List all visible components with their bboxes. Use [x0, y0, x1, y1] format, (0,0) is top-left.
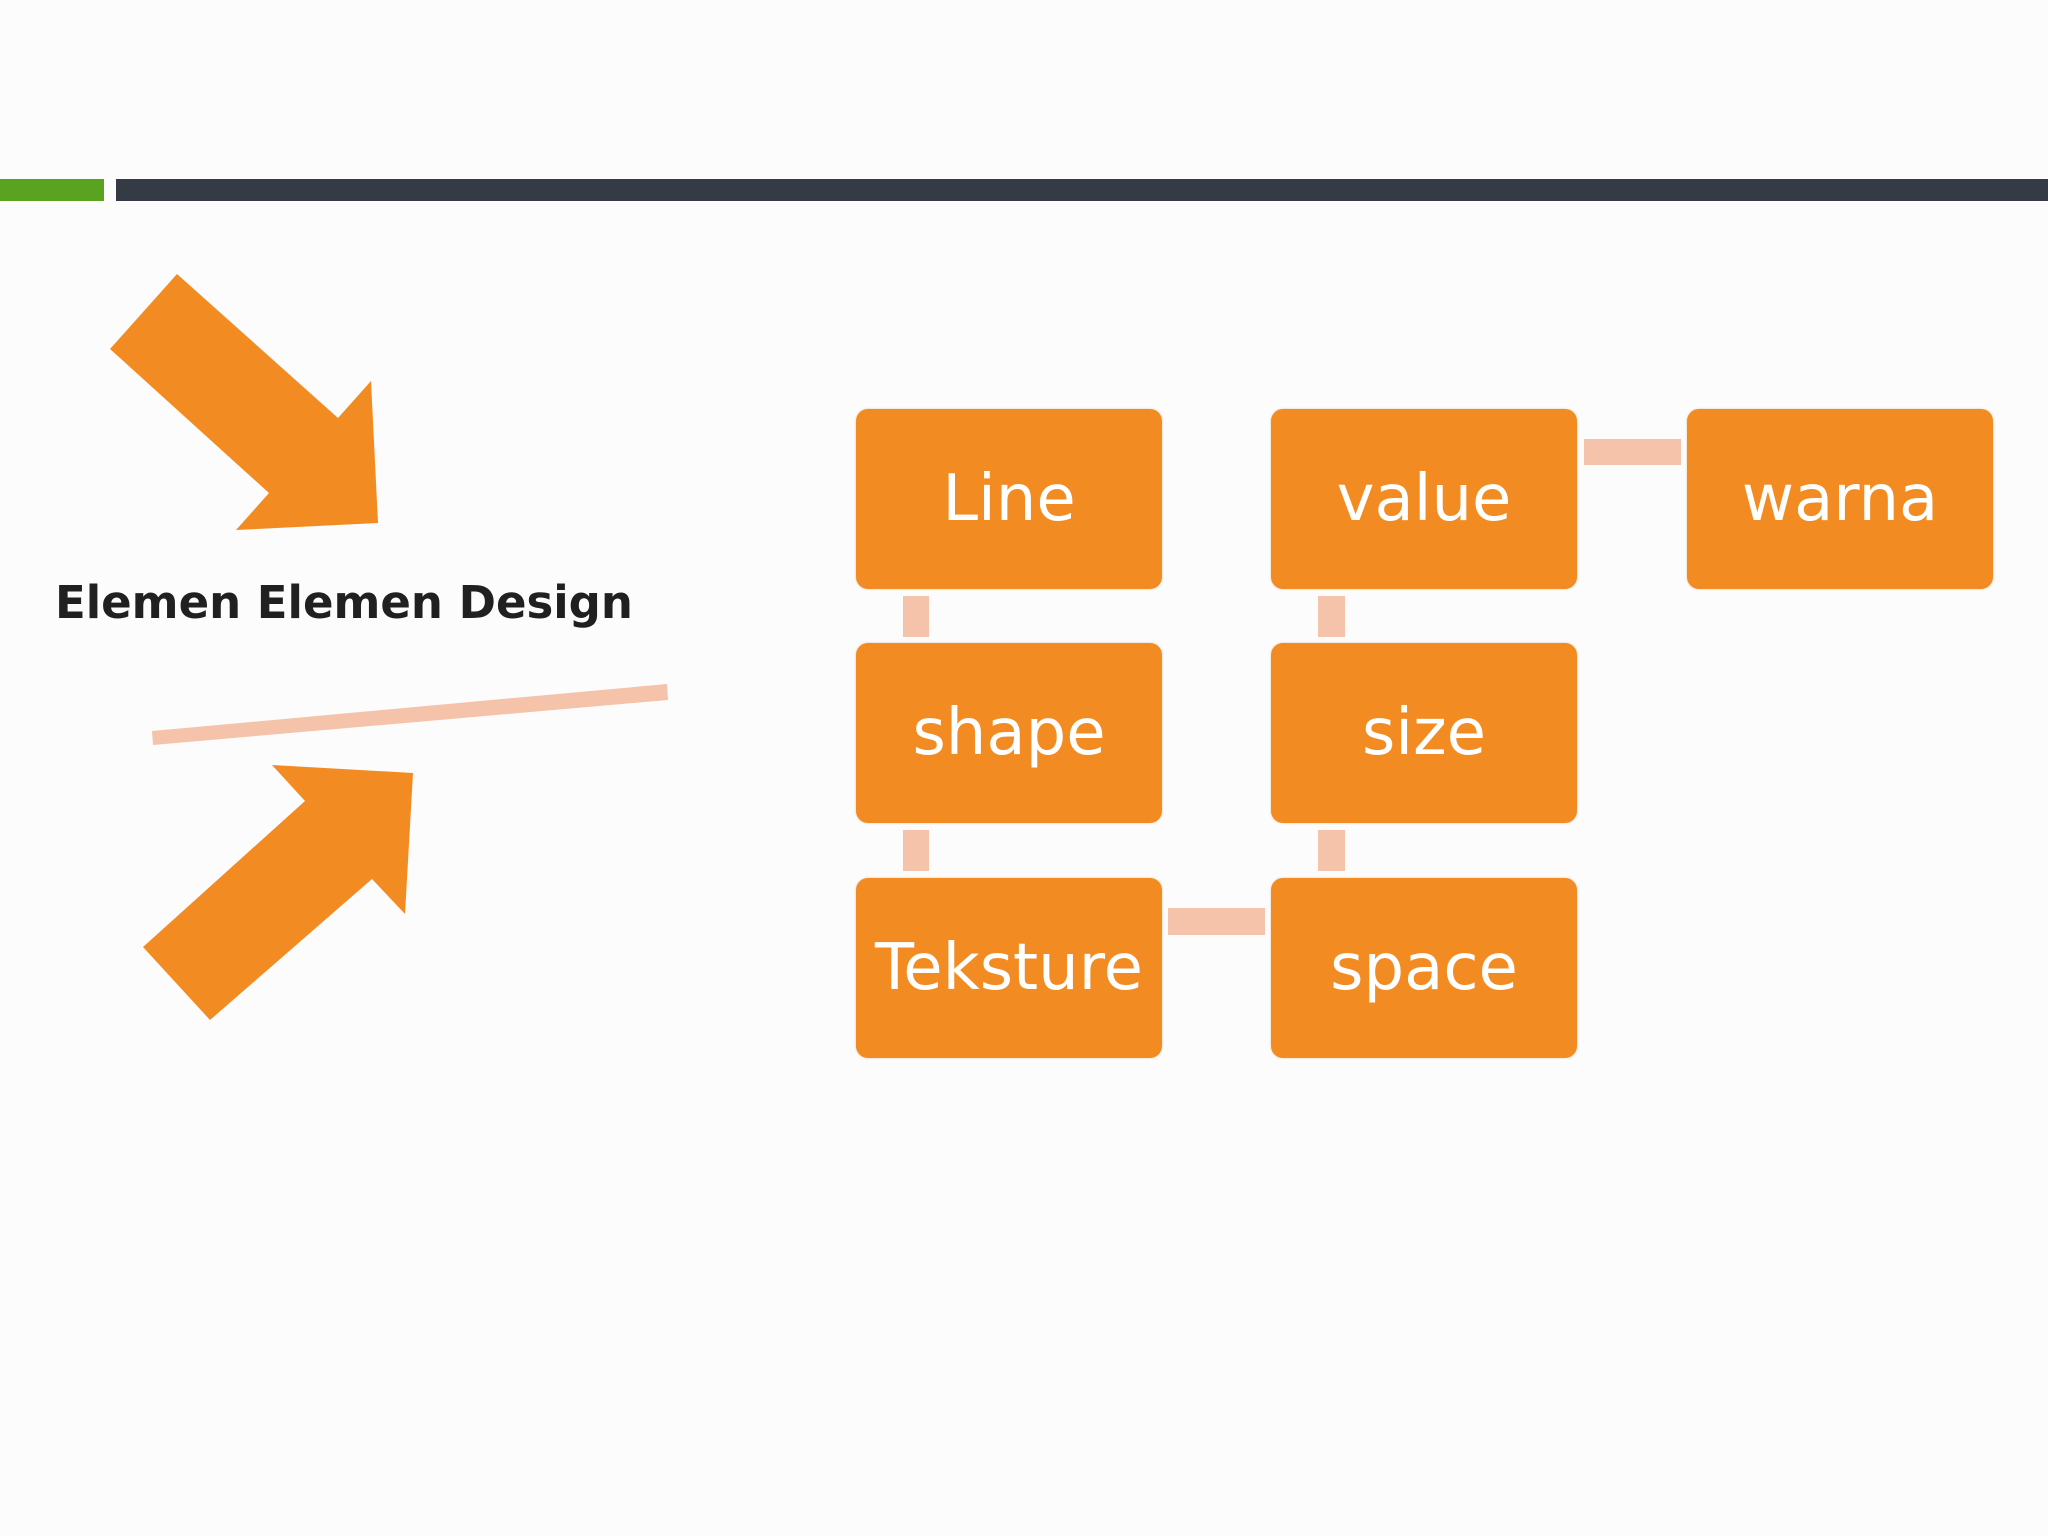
node-shape: shape	[856, 643, 1162, 823]
decorative-divider-line	[152, 684, 668, 745]
node-size: size	[1271, 643, 1577, 823]
connector-space-size	[1318, 830, 1345, 871]
node-warna: warna	[1687, 409, 1993, 589]
header-bar-dark	[116, 179, 2048, 201]
node-label: space	[1330, 931, 1518, 1005]
node-label: Teksture	[875, 931, 1143, 1005]
connector-size-value	[1318, 596, 1345, 637]
node-value: value	[1271, 409, 1577, 589]
slide-title: Elemen Elemen Design	[55, 576, 633, 629]
connector-value-warna	[1584, 439, 1681, 465]
node-teksture: Teksture	[856, 878, 1162, 1058]
node-space: space	[1271, 878, 1577, 1058]
node-line: Line	[856, 409, 1162, 589]
node-label: Line	[942, 462, 1076, 536]
connector-teksture-space	[1168, 908, 1265, 935]
node-label: size	[1361, 696, 1487, 770]
node-label: shape	[912, 696, 1106, 770]
node-label: value	[1336, 462, 1512, 536]
node-label: warna	[1741, 462, 1939, 536]
header-accent-bar-green	[0, 179, 104, 201]
connector-line-shape	[903, 596, 929, 637]
arrow-down-right-icon	[110, 274, 378, 530]
connector-shape-teksture	[903, 830, 929, 871]
arrow-up-right-icon	[143, 765, 413, 1020]
